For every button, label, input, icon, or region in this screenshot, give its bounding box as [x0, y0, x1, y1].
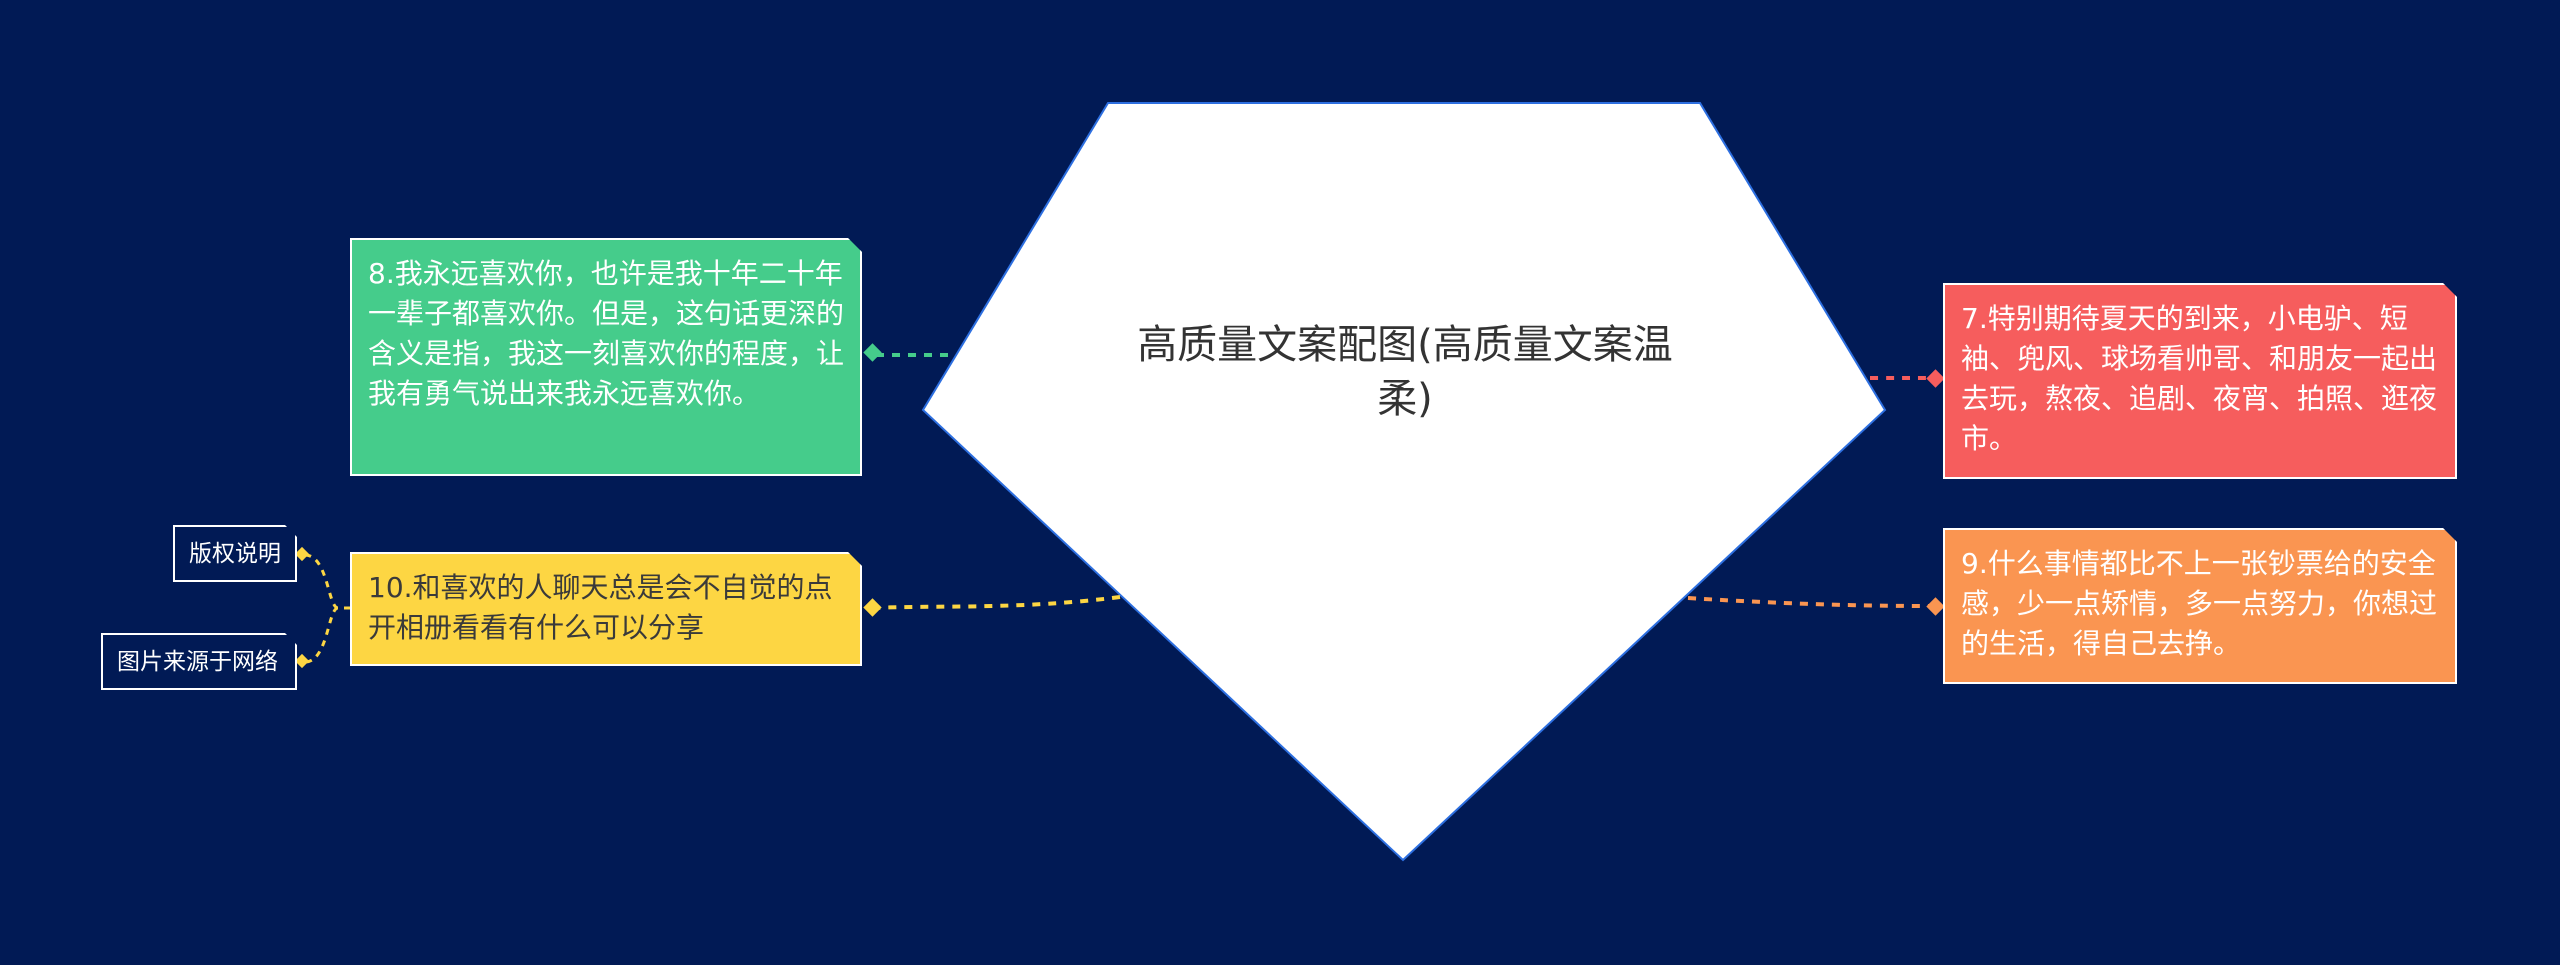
topic-node-9-text: 9.什么事情都比不上一张钞票给的安全感，少一点矫情，多一点努力，你想过的生活，得… [1961, 547, 2438, 660]
topic-node-7[interactable]: 7.特别期待夏天的到来，小电驴、短袖、兜风、球场看帅哥、和朋友一起出去玩，熬夜、… [1943, 283, 2457, 479]
connector-leaf-copyright [304, 553, 350, 610]
connector-leaf-source [304, 606, 339, 664]
leaf-node-image-source[interactable]: 图片来源于网络 [101, 633, 297, 690]
connector-7-diamond [1926, 369, 1945, 388]
connector-leaf-copyright-diamond [294, 546, 310, 562]
center-title[interactable]: 高质量文案配图(高质量文案温柔) [1137, 322, 1673, 422]
center-shape[interactable] [921, 102, 1887, 862]
connector-9-diamond [1926, 597, 1945, 616]
topic-node-10-text: 10.和喜欢的人聊天总是会不自觉的点开相册看看有什么可以分享 [368, 571, 833, 644]
connector-9 [1687, 596, 1933, 608]
topic-node-9[interactable]: 9.什么事情都比不上一张钞票给的安全感，少一点矫情，多一点努力，你想过的生活，得… [1943, 528, 2457, 684]
leaf-node-copyright[interactable]: 版权说明 [173, 525, 297, 582]
leaf-node-image-source-text: 图片来源于网络 [117, 649, 278, 675]
connector-10 [874, 595, 1121, 610]
topic-node-10[interactable]: 10.和喜欢的人聊天总是会不自觉的点开相册看看有什么可以分享 [350, 552, 862, 666]
leaf-node-copyright-text: 版权说明 [189, 541, 281, 567]
connector-10-diamond [863, 598, 882, 617]
connector-leaf-source-diamond [294, 653, 310, 669]
topic-node-8[interactable]: 8.我永远喜欢你，也许是我十年二十年一辈子都喜欢你。但是，这句话更深的含义是指，… [350, 238, 862, 476]
topic-node-8-text: 8.我永远喜欢你，也许是我十年二十年一辈子都喜欢你。但是，这句话更深的含义是指，… [368, 257, 845, 410]
topic-node-7-text: 7.特别期待夏天的到来，小电驴、短袖、兜风、球场看帅哥、和朋友一起出去玩，熬夜、… [1961, 302, 2438, 455]
connector-8-diamond [863, 343, 882, 362]
